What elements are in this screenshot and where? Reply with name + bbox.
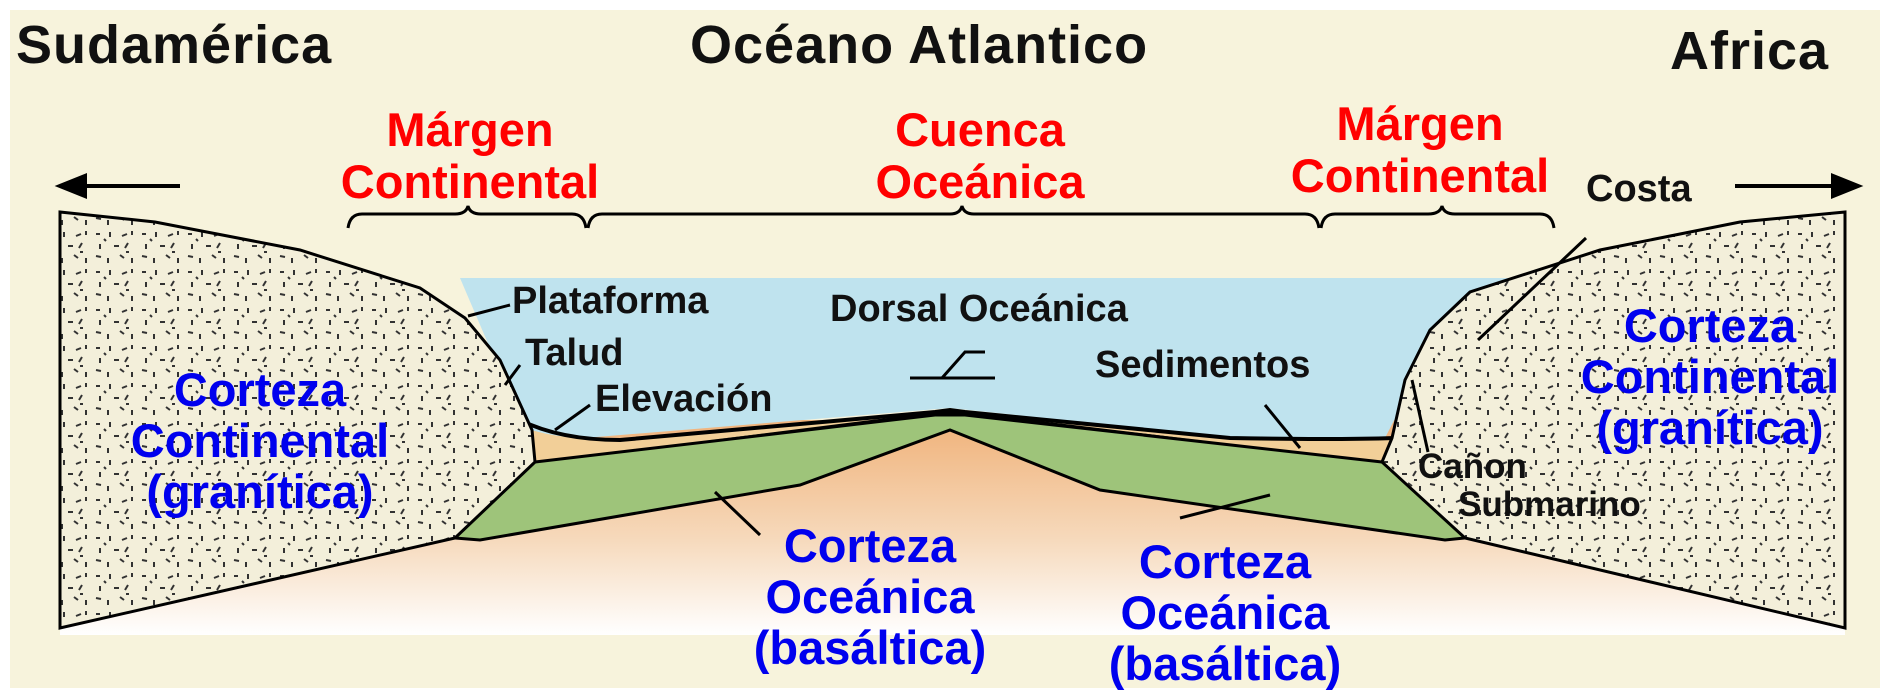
sediment-left [525,412,935,462]
brace-margin-right [1319,205,1556,229]
leader-costa [1476,236,1588,342]
continental-right-line1: Corteza [1623,299,1797,352]
region-basin-line2: Oceánica [875,155,1085,208]
label-canon-line2: Submarino [1458,485,1641,524]
continental-left-line2: Continental [130,414,390,467]
right-arrow [1735,173,1864,199]
label-sedimentos: Sedimentos [1095,344,1311,386]
label-continental-crust-right: Corteza Continental (granítica) [1540,300,1880,453]
label-oceanic-crust-right: Corteza Oceánica (basáltica) [1075,536,1375,689]
leader-elevacion [554,403,591,432]
crust-boundary-line [534,413,1383,464]
leader-dorsal [910,350,995,380]
oceanic-center-line1: Corteza [783,519,957,572]
region-margin-left: Márgen Continental [300,104,640,208]
continental-crust-left [58,210,537,630]
leader-lines [467,236,1588,537]
left-arrow [54,173,180,199]
region-margin-right: Márgen Continental [1255,98,1585,202]
continental-right-line3: (granítica) [1596,401,1824,454]
sea-floor-line [519,407,1396,443]
leader-talud [503,364,522,386]
brace-margin-left [346,205,588,229]
region-basin: Cuenca Oceánica [830,104,1130,208]
oceanic-right-line1: Corteza [1138,535,1312,588]
continental-crust-right [1380,210,1847,630]
continental-right-line2: Continental [1580,350,1840,403]
label-talud: Talud [525,332,624,374]
continental-left-line3: (granítica) [146,465,374,518]
continental-left-line1: Corteza [173,363,347,416]
oceanic-right-line3: (basáltica) [1108,637,1342,690]
label-canon-submarino: Cañon Submarino [1418,448,1641,524]
oceanic-right-line2: Oceánica [1120,586,1330,639]
region-margin-right-line1: Márgen [1336,97,1504,150]
label-costa: Costa [1586,168,1692,210]
title-sudamerica: Sudamérica [16,15,333,75]
leader-oceanic-center [713,490,762,537]
oceanic-center-line3: (basáltica) [753,621,987,674]
ocean-water [460,278,1548,440]
label-dorsal-oceanica: Dorsal Oceánica [830,288,1128,330]
label-continental-crust-left: Corteza Continental (granítica) [90,364,430,517]
brace-basin [586,205,1321,229]
label-oceanic-crust-center: Corteza Oceánica (basáltica) [720,520,1020,673]
region-margin-left-line2: Continental [340,155,600,208]
label-plataforma: Plataforma [512,280,709,322]
label-elevacion: Elevación [595,378,773,420]
title-oceano-atlantico: Océano Atlantico [690,15,1149,75]
leader-oceanic-right [1179,493,1271,520]
oceanic-center-line2: Oceánica [765,570,975,623]
region-basin-line1: Cuenca [895,103,1065,156]
leader-canon [1410,379,1430,453]
title-africa: Africa [1670,21,1830,81]
region-margin-right-line2: Continental [1290,149,1550,202]
leader-sedimentos [1263,404,1302,449]
leader-plataforma [467,303,511,318]
region-margin-left-line1: Márgen [386,103,554,156]
label-canon-line1: Cañon [1418,447,1527,486]
